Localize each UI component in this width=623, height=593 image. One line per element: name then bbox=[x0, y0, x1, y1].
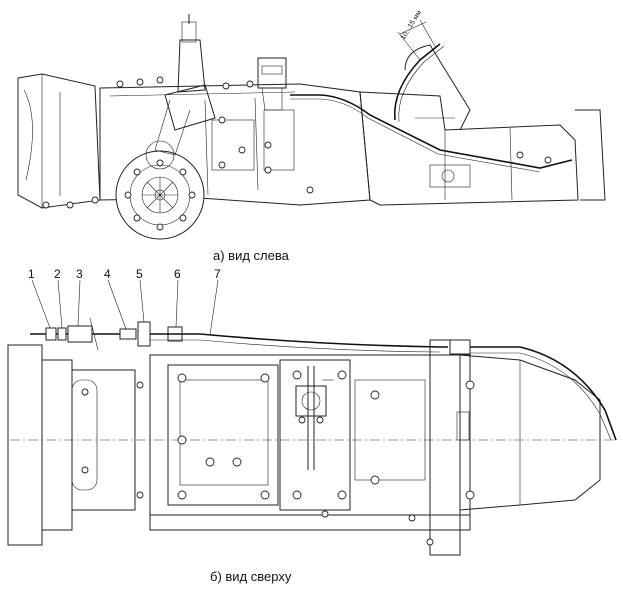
part-5-bracket bbox=[137, 321, 151, 347]
gearbox-top bbox=[149, 339, 601, 556]
cable-side-view bbox=[290, 43, 573, 173]
part-4-nut bbox=[119, 328, 137, 340]
top-view: 1 2 3 4 5 6 7 б) вид сверху bbox=[7, 267, 617, 584]
callout-2: 2 bbox=[54, 267, 61, 281]
callout-3: 3 bbox=[76, 267, 83, 281]
part-2-nut bbox=[57, 327, 67, 341]
part-1-locknut bbox=[45, 327, 57, 341]
callout-4: 4 bbox=[104, 267, 111, 281]
shift-lever-top bbox=[295, 366, 334, 470]
callout-5: 5 bbox=[136, 267, 143, 281]
caption-top-view: б) вид сверху bbox=[210, 569, 292, 584]
caption-side-view: а) вид слева bbox=[213, 248, 290, 263]
cable-assembly bbox=[30, 317, 617, 441]
callout-6: 6 bbox=[174, 267, 181, 281]
callout-7: 7 bbox=[214, 267, 221, 281]
rear-housing bbox=[359, 44, 606, 206]
callout-1: 1 bbox=[28, 267, 35, 281]
callouts: 1 2 3 4 5 6 7 bbox=[28, 267, 221, 336]
bottom-plate bbox=[149, 510, 471, 546]
side-view: 10...15 мм а) вид слева bbox=[17, 9, 606, 263]
part-3-fork bbox=[67, 325, 93, 343]
output-flange bbox=[115, 140, 205, 240]
shift-mechanism bbox=[154, 14, 287, 156]
clutch-housing bbox=[17, 73, 101, 209]
part-7-cable bbox=[150, 333, 448, 348]
input-flange bbox=[7, 344, 144, 546]
